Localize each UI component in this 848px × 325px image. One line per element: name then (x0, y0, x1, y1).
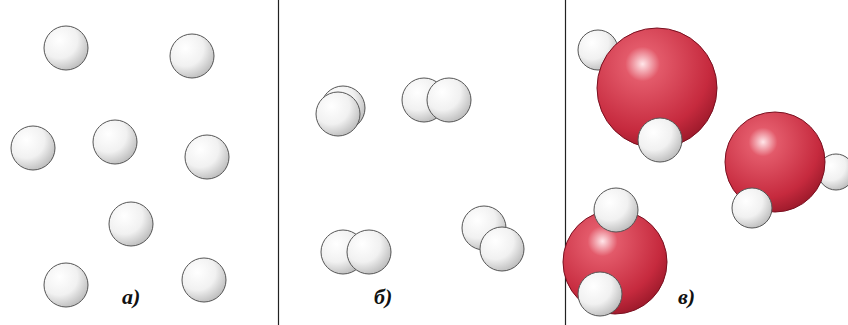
panel-label: в) (676, 285, 697, 309)
panel-label: а) (120, 285, 142, 309)
panel-divider (278, 0, 279, 325)
hydrogen-molecules (316, 78, 524, 274)
hydrogen-atoms (11, 26, 229, 307)
panel-label: б) (372, 285, 394, 309)
water-molecules (563, 28, 848, 316)
